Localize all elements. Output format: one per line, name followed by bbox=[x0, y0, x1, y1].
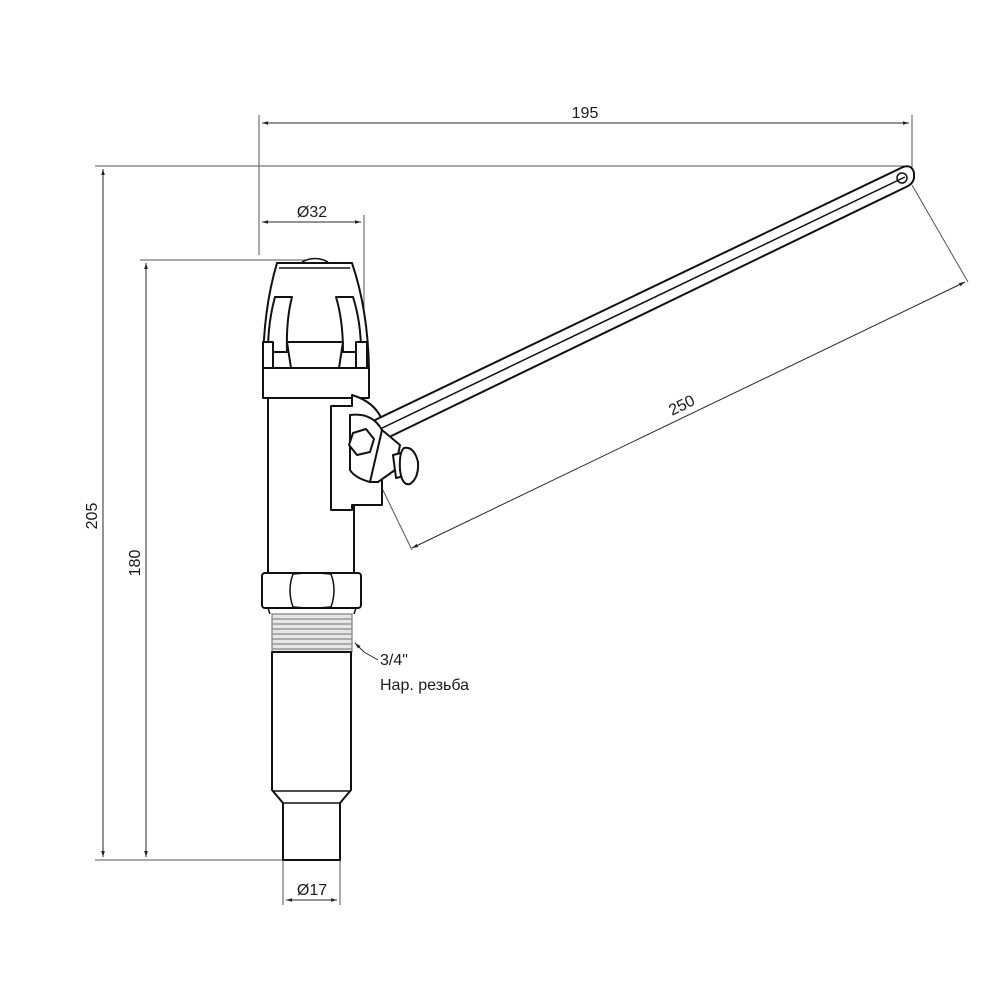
lower-shank bbox=[271, 651, 352, 861]
hex-bolt-icon bbox=[348, 428, 375, 456]
dimension-tip-diameter: Ø17 bbox=[282, 860, 341, 905]
valve-head-cap bbox=[262, 257, 370, 399]
dimension-lever-length: 250 bbox=[377, 184, 969, 551]
lever-assembly bbox=[348, 165, 915, 486]
head-diameter-label: Ø32 bbox=[297, 204, 327, 221]
thread-type-label: Нар. резьба bbox=[380, 677, 469, 694]
tip-diameter-label: Ø17 bbox=[297, 882, 327, 899]
body-height-label: 180 bbox=[127, 550, 144, 577]
dimension-body-height: 180 bbox=[127, 259, 305, 857]
thread-size-label: 3/4" bbox=[380, 652, 408, 669]
overall-width-label: 195 bbox=[572, 105, 599, 122]
dimension-overall-width: 195 bbox=[258, 105, 913, 255]
overall-height-label: 205 bbox=[84, 503, 101, 530]
hex-nut bbox=[261, 572, 362, 615]
thread-callout: 3/4" Нар. резьба bbox=[354, 642, 469, 694]
dimension-overall-height: 205 bbox=[84, 165, 905, 861]
threaded-section bbox=[271, 613, 353, 653]
lever-length-label: 250 bbox=[666, 392, 698, 419]
